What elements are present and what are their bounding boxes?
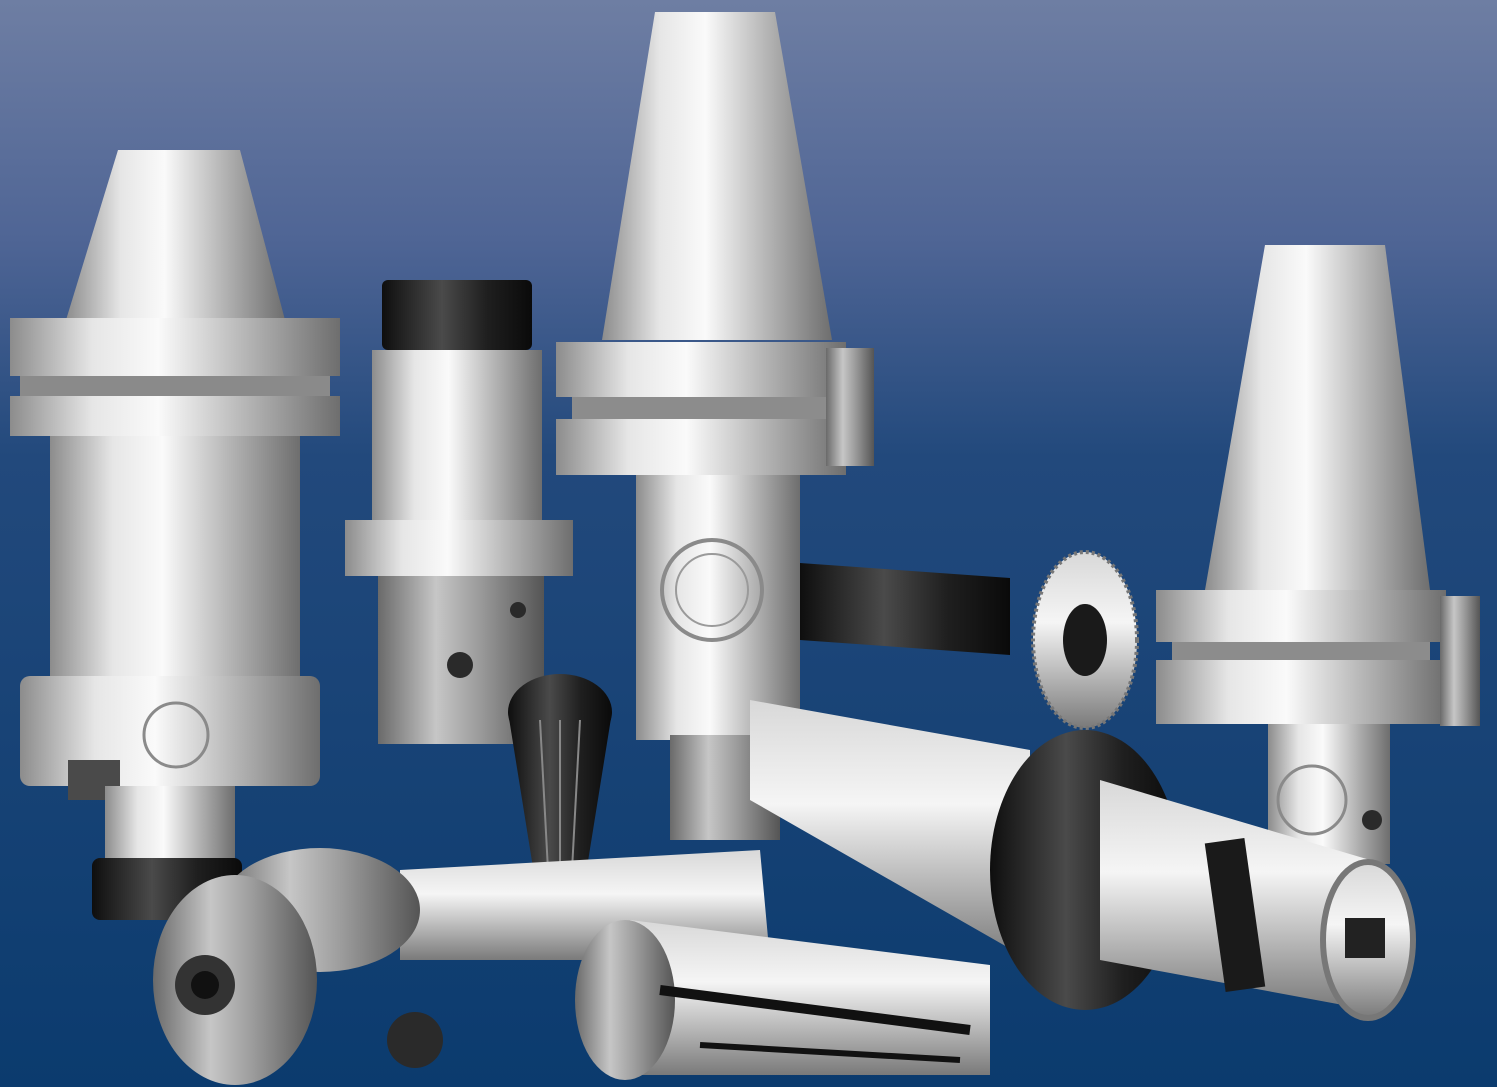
cat-toolholder-right [1156,245,1480,864]
nmtb-tapping-chuck [750,700,1416,1021]
er-collet [508,674,612,880]
slitting-saw-arbor [800,550,1139,730]
cat-toolholder-center [556,12,874,840]
r8-collet [575,920,990,1080]
